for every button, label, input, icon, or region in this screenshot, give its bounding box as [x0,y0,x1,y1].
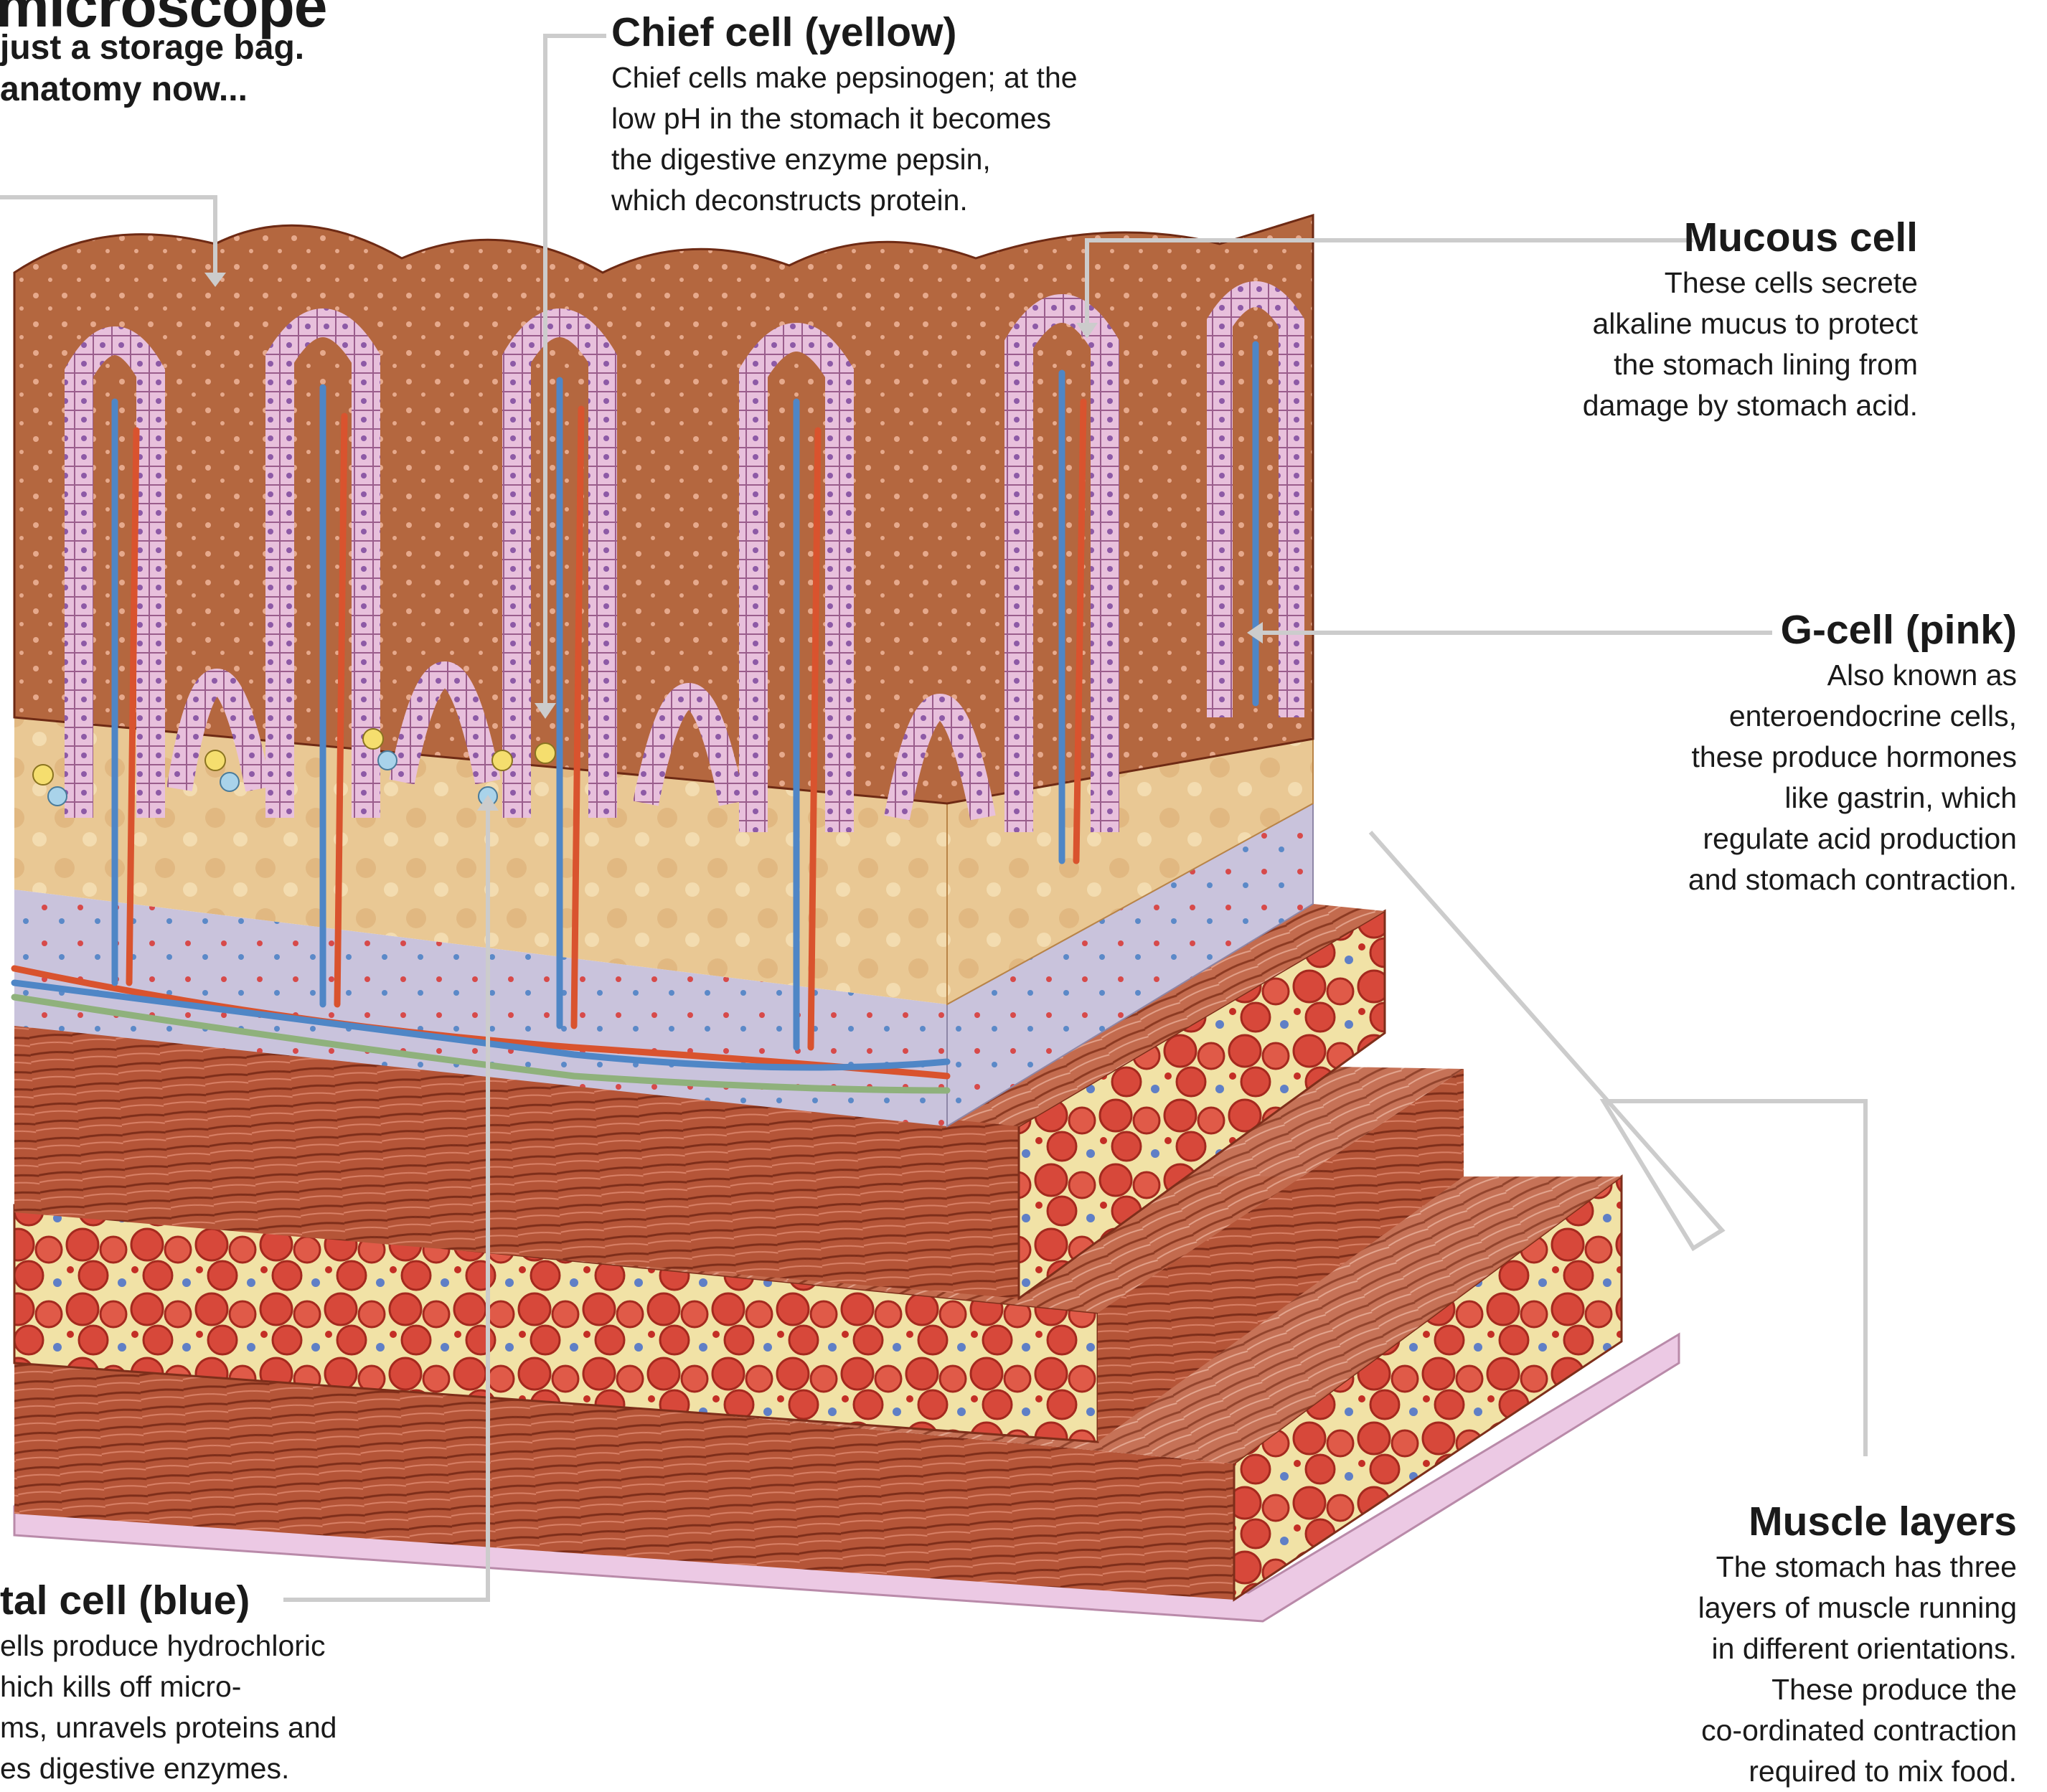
mucous-cell-label: Mucous cell These cells secrete alkaline… [1583,215,1918,426]
muscle-layers-label: Muscle layers The stomach has three laye… [1698,1499,2017,1792]
muscle-layers-line: co-ordinated contraction [1698,1710,2017,1751]
parietal-cell-label: tal cell (blue) ells produce hydrochlori… [0,1578,337,1789]
parietal-cell-line: ms, unravels proteins and [0,1707,337,1748]
g-cell-line: enteroendocrine cells, [1688,696,2017,737]
muscle-layers-line: required to mix food. [1698,1751,2017,1792]
intro-line-1: just a storage bag. [0,27,304,69]
mucous-cell-line: the stomach lining from [1583,344,1918,385]
mucous-cell-line: damage by stomach acid. [1583,385,1918,426]
muscle-layers-line: layers of muscle running [1698,1588,2017,1628]
parietal-cell-title: tal cell (blue) [0,1578,337,1623]
muscle-layers-line: The stomach has three [1698,1547,2017,1588]
g-cell-line: and stomach contraction. [1688,859,2017,900]
g-cell-line: Also known as [1688,655,2017,696]
g-cell-line: like gastrin, which [1688,778,2017,819]
muscle-layers-description: The stomach has three layers of muscle r… [1698,1547,2017,1792]
parietal-cell-line: hich kills off micro- [0,1666,337,1707]
mucous-cell-title: Mucous cell [1583,215,1918,260]
g-cell-description: Also known as enteroendocrine cells, the… [1688,655,2017,900]
chief-cell-title: Chief cell (yellow) [611,10,1078,55]
parietal-cell-description: ells produce hydrochloric hich kills off… [0,1626,337,1789]
muscle-layers-title: Muscle layers [1698,1499,2017,1544]
muscle-layers-line: These produce the [1698,1669,2017,1710]
intro-line-2: anatomy now... [0,69,304,110]
chief-cell-line: low pH in the stomach it becomes [611,98,1078,139]
mucous-cell-line: These cells secrete [1583,263,1918,303]
g-cell-line: these produce hormones [1688,737,2017,778]
chief-cell-label: Chief cell (yellow) Chief cells make pep… [611,10,1078,221]
mucous-cell-description: These cells secrete alkaline mucus to pr… [1583,263,1918,426]
parietal-cell-line: es digestive enzymes. [0,1748,337,1789]
parietal-cell-line: ells produce hydrochloric [0,1626,337,1666]
mucous-cell-line: alkaline mucus to protect [1583,303,1918,344]
chief-cell-description: Chief cells make pepsinogen; at the low … [611,57,1078,221]
intro-text: just a storage bag. anatomy now... [0,27,304,110]
muscle-layers-line: in different orientations. [1698,1628,2017,1669]
g-cell-line: regulate acid production [1688,819,2017,859]
chief-cell-line: Chief cells make pepsinogen; at the [611,57,1078,98]
chief-cell-line: which deconstructs protein. [611,180,1078,221]
chief-cell-line: the digestive enzyme pepsin, [611,139,1078,180]
g-cell-title: G-cell (pink) [1688,608,2017,652]
g-cell-label: G-cell (pink) Also known as enteroendocr… [1688,608,2017,900]
